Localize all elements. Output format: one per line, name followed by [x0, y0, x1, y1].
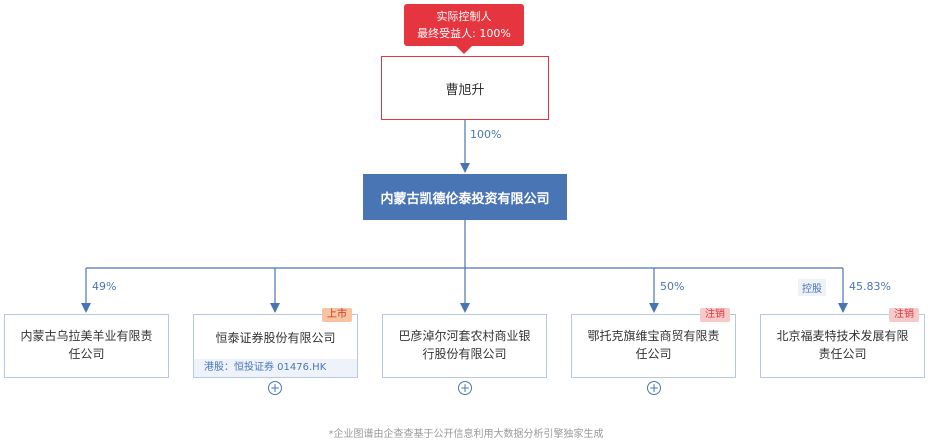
beneficiary-label: 最终受益人: 100% — [417, 27, 511, 40]
expand-plus-icon[interactable]: + — [268, 381, 282, 395]
child-company-name: 鄂托克旗维宝商贸有限责任公司 — [587, 329, 720, 361]
child-company-name: 巴彦淖尔河套农村商业银行股份有限公司 — [398, 329, 531, 361]
arrow-down-icon — [649, 303, 659, 313]
main-company-name: 内蒙古凯德伦泰投资有限公司 — [380, 191, 550, 207]
stock-info[interactable]: 港股：恒投证券 01476.HK — [194, 359, 357, 377]
expand-plus-icon[interactable]: + — [647, 381, 661, 395]
person-node[interactable]: 曹旭升 — [381, 56, 549, 120]
arrow-down-icon — [270, 303, 280, 313]
controller-label: 实际控制人 — [436, 10, 492, 23]
child-company-name: 内蒙古乌拉美羊业有限责任公司 — [20, 329, 153, 361]
child-4-pct: 50% — [660, 280, 685, 293]
main-company-node[interactable]: 内蒙古凯德伦泰投资有限公司 — [363, 174, 567, 220]
person-name: 曹旭升 — [445, 82, 485, 98]
footer-note: *企业图谱由企查查基于公开信息利用大数据分析引擎独家生成 — [328, 429, 604, 440]
child-company-name: 恒泰证券股份有限公司 — [215, 331, 336, 345]
cancelled-tag: 注销 — [889, 308, 919, 322]
child-company-name: 北京福麦特技术发展有限责任公司 — [776, 329, 909, 361]
holding-tag: 控股 — [798, 279, 826, 296]
child-company-node-1[interactable]: 内蒙古乌拉美羊业有限责任公司 — [4, 314, 169, 378]
arrow-down-icon — [81, 303, 91, 313]
arrow-down-icon — [838, 303, 848, 313]
arrow-down-icon — [460, 163, 470, 173]
person-share-pct: 100% — [470, 128, 502, 141]
listed-tag: 上市 — [322, 308, 352, 322]
child-1-pct: 49% — [92, 280, 117, 293]
child-company-node-2[interactable]: 上市 恒泰证券股份有限公司 港股：恒投证券 01476.HK — [193, 308, 358, 378]
child-company-node-5[interactable]: 注销 北京福麦特技术发展有限责任公司 — [760, 308, 925, 378]
arrow-down-icon — [460, 303, 470, 313]
child-5-pct: 45.83% — [849, 280, 891, 293]
actual-controller-badge: 实际控制人 最终受益人: 100% — [404, 4, 524, 54]
cancelled-tag: 注销 — [700, 308, 730, 322]
child-company-node-4[interactable]: 注销 鄂托克旗维宝商贸有限责任公司 — [571, 308, 736, 378]
expand-plus-icon[interactable]: + — [458, 381, 472, 395]
child-company-node-3[interactable]: 巴彦淖尔河套农村商业银行股份有限公司 — [382, 314, 547, 378]
